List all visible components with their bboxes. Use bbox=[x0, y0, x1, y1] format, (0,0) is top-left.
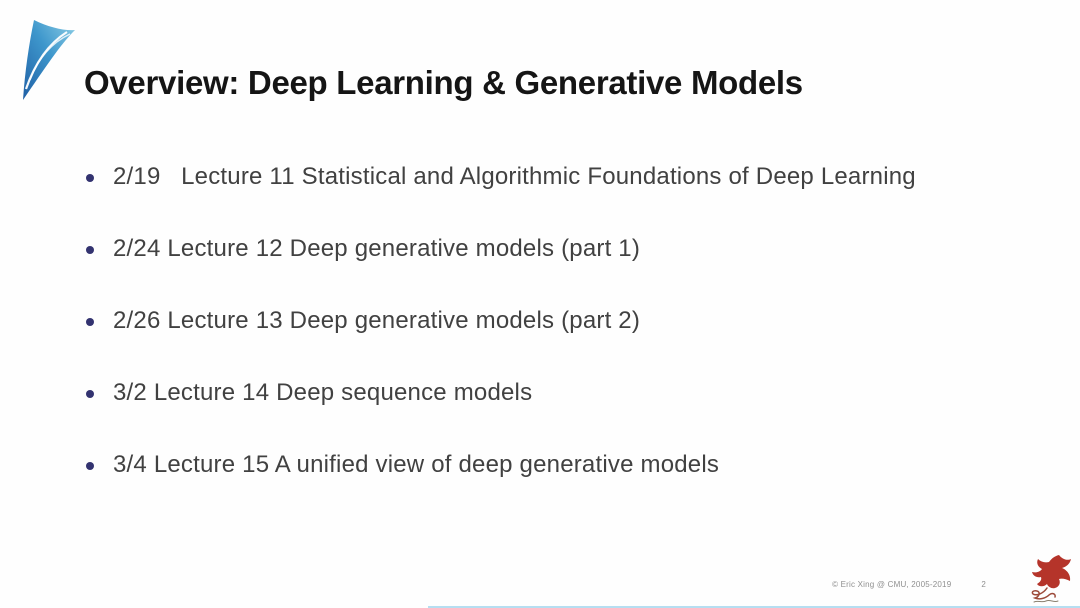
lecture-item: 2/24 Lecture 12 Deep generative models (… bbox=[86, 231, 1046, 267]
copyright-text: © Eric Xing @ CMU, 2005-2019 bbox=[832, 580, 952, 589]
lecture-item-text: 2/26 Lecture 13 Deep generative models (… bbox=[113, 307, 641, 334]
lecture-item: 3/2 Lecture 14 Deep sequence models bbox=[86, 375, 1046, 411]
lecture-item-text: 3/2 Lecture 14 Deep sequence models bbox=[113, 379, 533, 406]
bullet-icon bbox=[86, 318, 94, 326]
bullet-icon bbox=[86, 390, 94, 398]
bullet-icon bbox=[86, 174, 94, 182]
lecture-item: 2/26 Lecture 13 Deep generative models (… bbox=[86, 303, 1046, 339]
footer: © Eric Xing @ CMU, 2005-2019 2 bbox=[832, 580, 986, 589]
blue-sail-logo-icon bbox=[18, 18, 78, 102]
page-number: 2 bbox=[981, 580, 986, 589]
red-dragon-logo-icon bbox=[1026, 554, 1072, 606]
bullet-icon bbox=[86, 246, 94, 254]
bottom-edge-line bbox=[428, 606, 1080, 608]
bullet-icon bbox=[86, 462, 94, 470]
lecture-list: 2/19 Lecture 11 Statistical and Algorith… bbox=[86, 159, 1046, 519]
lecture-item-text: 2/24 Lecture 12 Deep generative models (… bbox=[113, 235, 641, 262]
lecture-item-text: 2/19 Lecture 11 Statistical and Algorith… bbox=[113, 163, 916, 190]
slide-title: Overview: Deep Learning & Generative Mod… bbox=[84, 64, 803, 101]
lecture-item: 2/19 Lecture 11 Statistical and Algorith… bbox=[86, 159, 1046, 195]
lecture-item-text: 3/4 Lecture 15 A unified view of deep ge… bbox=[113, 451, 720, 478]
lecture-item: 3/4 Lecture 15 A unified view of deep ge… bbox=[86, 447, 1046, 483]
